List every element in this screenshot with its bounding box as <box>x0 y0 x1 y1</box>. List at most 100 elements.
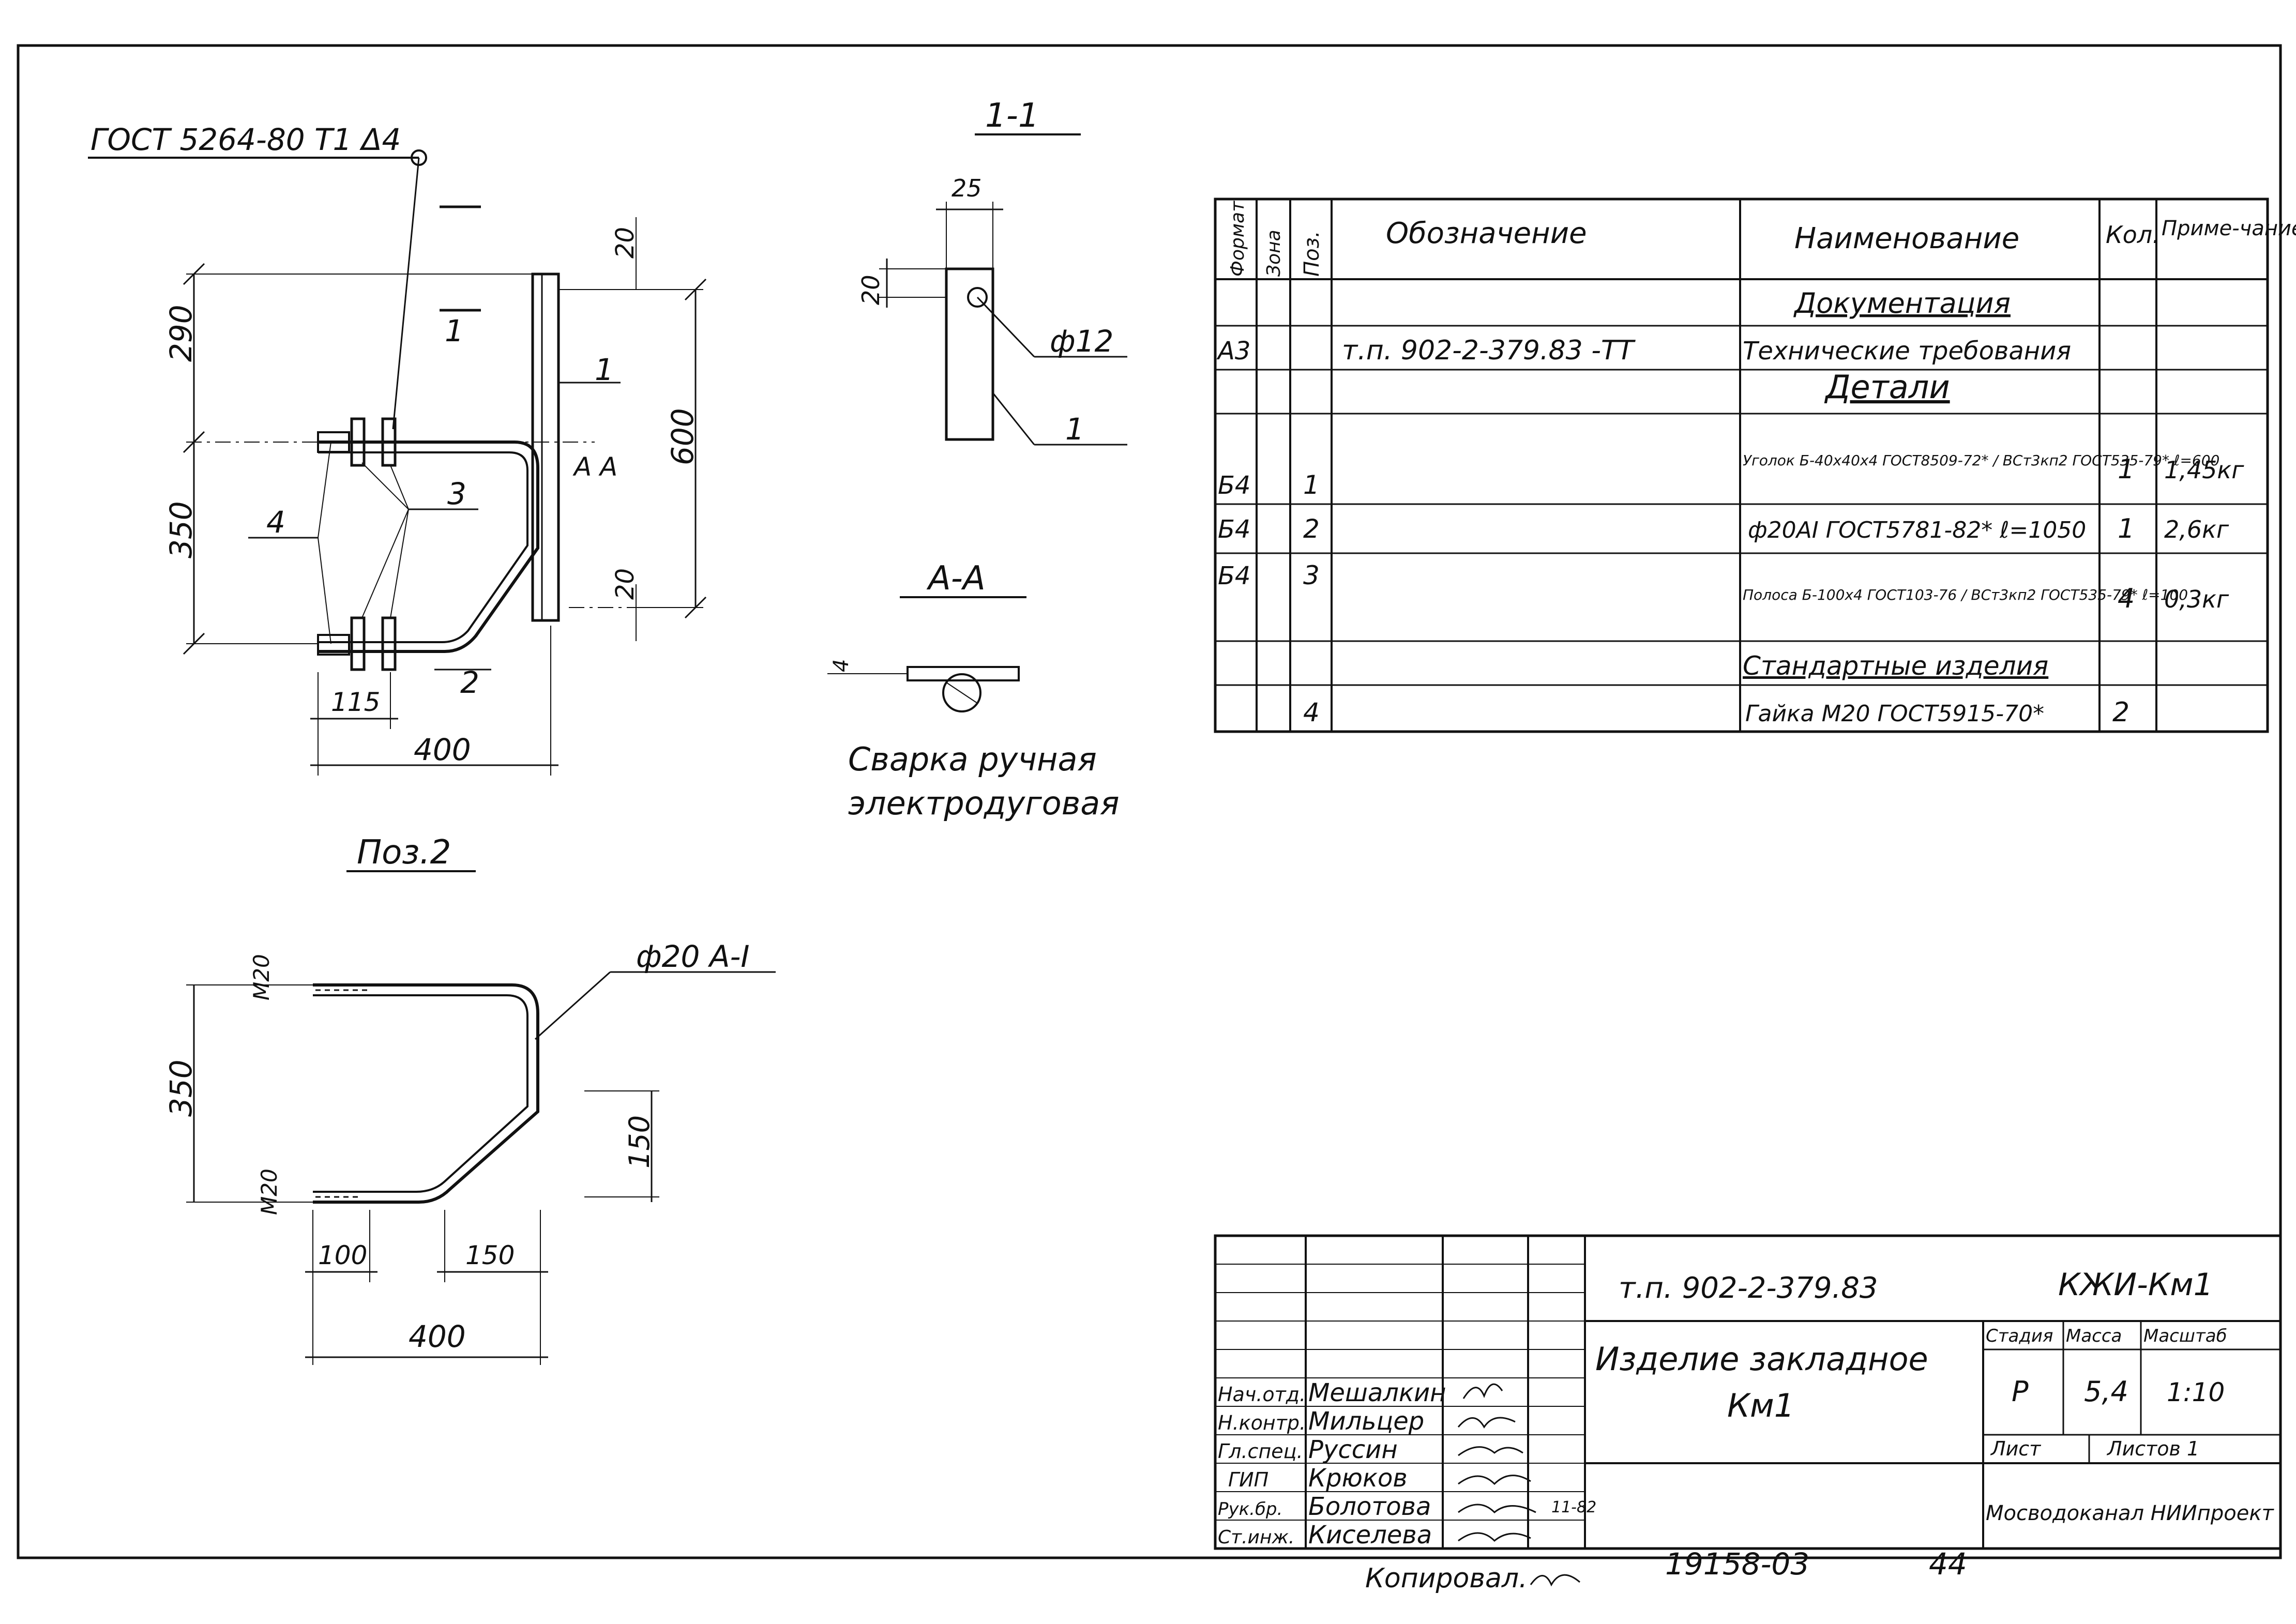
svg-text:150: 150 <box>465 1240 515 1270</box>
svg-text:М20: М20 <box>256 1168 282 1215</box>
svg-text:А-А: А-А <box>926 559 986 598</box>
sheet-frame <box>17 44 2282 1559</box>
sheet-code: КЖИ-Км1 <box>2058 1267 2213 1303</box>
svg-text:ф20АI ГОСТ5781-82* ℓ=1050: ф20АI ГОСТ5781-82* ℓ=1050 <box>1748 517 2086 543</box>
svg-text:Б4: Б4 <box>1218 471 1250 500</box>
svg-text:2: 2 <box>1303 514 1320 544</box>
section-standard: Стандартные изделия <box>1743 651 2048 681</box>
svg-text:Гайка М20 ГОСТ5915-70*: Гайка М20 ГОСТ5915-70* <box>1745 701 2044 727</box>
section-a-a: А-А 4 Сварка ручная электродуговая <box>827 559 1120 822</box>
svg-text:1-1: 1-1 <box>985 97 1039 135</box>
svg-text:Руссин: Руссин <box>1308 1435 1398 1464</box>
table-row-designation: т.п. 902-2-379.83 -ТТ <box>1342 335 1636 366</box>
svg-text:4: 4 <box>266 505 285 540</box>
svg-text:400: 400 <box>414 732 471 767</box>
svg-text:Листов 1: Листов 1 <box>2106 1437 2199 1460</box>
svg-text:Болотова: Болотова <box>1308 1492 1431 1521</box>
mass-value: 5,4 <box>2084 1375 2128 1408</box>
svg-text:350: 350 <box>163 1059 199 1117</box>
svg-text:1: 1 <box>445 313 464 348</box>
header-name: Наименование <box>1794 222 2019 255</box>
table-row-name: Технические требования <box>1743 337 2071 366</box>
svg-text:Нач.отд.: Нач.отд. <box>1218 1383 1306 1406</box>
svg-text:Гл.спец.: Гл.спец. <box>1218 1440 1303 1463</box>
svg-text:4: 4 <box>829 659 853 672</box>
svg-text:ф20 А-I: ф20 А-I <box>636 939 750 974</box>
svg-text:25: 25 <box>951 174 982 202</box>
section-1-1: 1-1 25 20 ф12 1 <box>857 97 1127 447</box>
svg-text:Н.контр.: Н.контр. <box>1218 1411 1306 1434</box>
svg-text:A: A <box>598 452 617 482</box>
item-name: Изделие закладное <box>1595 1340 1928 1378</box>
svg-text:Мешалкин: Мешалкин <box>1308 1378 1446 1407</box>
svg-text:A: A <box>572 452 592 482</box>
svg-text:Б4: Б4 <box>1218 561 1250 590</box>
header-format: Формат <box>1227 201 1248 277</box>
svg-text:2,6кг: 2,6кг <box>2164 515 2229 543</box>
header-zone: Зона <box>1263 230 1285 277</box>
svg-text:100: 100 <box>318 1240 367 1270</box>
svg-text:ГИП: ГИП <box>1228 1468 1268 1491</box>
svg-text:Киселева: Киселева <box>1308 1521 1432 1550</box>
header-designation: Обозначение <box>1386 217 1587 250</box>
poz2-view: Поз.2 М20 М20 ф20 А-I 350 150 100 150 40… <box>163 833 776 1365</box>
svg-text:11-82: 11-82 <box>1551 1498 1596 1516</box>
svg-text:Поз.2: Поз.2 <box>357 833 451 872</box>
section-documentation: Документация <box>1793 287 2011 320</box>
header-qty: Кол. <box>2106 221 2160 249</box>
spec-table: Формат Зона Поз. Обозначение Наименовани… <box>1214 198 2296 733</box>
svg-text:Полоса Б-100х4 ГОСТ103-76 / ВС: Полоса Б-100х4 ГОСТ103-76 / ВСт3кп2 ГОСТ… <box>1743 586 2188 603</box>
svg-text:600: 600 <box>665 408 700 465</box>
page-number: 44 <box>1929 1546 1967 1582</box>
svg-text:3: 3 <box>447 476 466 511</box>
svg-text:1: 1 <box>2118 454 2135 485</box>
section-details: Детали <box>1824 368 1950 406</box>
svg-text:Лист: Лист <box>1990 1437 2042 1460</box>
svg-text:электродуговая: электродуговая <box>848 784 1120 822</box>
svg-text:Рук.бр.: Рук.бр. <box>1218 1499 1282 1520</box>
svg-text:20: 20 <box>611 227 640 259</box>
weld-symbol: ГОСТ 5264-80 Т1 Δ4 <box>90 122 401 157</box>
svg-text:Крюков: Крюков <box>1308 1464 1408 1493</box>
header-pos: Поз. <box>1300 231 1324 277</box>
svg-text:20: 20 <box>611 568 640 600</box>
copied-label: Копировал. <box>1365 1563 1528 1594</box>
main-view: ГОСТ 5264-80 Т1 Δ4 290 350 <box>88 122 707 776</box>
archive-number: 19158-03 <box>1665 1546 1809 1582</box>
svg-text:1: 1 <box>1065 412 1084 447</box>
svg-text:1: 1 <box>1303 470 1320 500</box>
svg-text:150: 150 <box>623 1115 656 1168</box>
svg-text:3: 3 <box>1303 560 1320 590</box>
scale-value: 1:10 <box>2167 1377 2225 1407</box>
svg-text:1: 1 <box>2118 513 2135 544</box>
header-note: Приме-чание <box>2162 217 2296 240</box>
svg-text:20: 20 <box>857 275 885 305</box>
stage-value: Р <box>2012 1375 2029 1408</box>
svg-text:115: 115 <box>331 687 380 717</box>
svg-text:2: 2 <box>2112 697 2129 728</box>
svg-text:Масса: Масса <box>2066 1326 2122 1346</box>
svg-text:400: 400 <box>409 1319 466 1354</box>
svg-text:Масштаб: Масштаб <box>2143 1326 2227 1346</box>
svg-text:4: 4 <box>2118 583 2135 614</box>
svg-text:1: 1 <box>595 352 614 387</box>
svg-text:350: 350 <box>163 501 199 558</box>
svg-text:Мильцер: Мильцер <box>1308 1407 1424 1436</box>
svg-text:Уголок Б-40х40х4 ГОСТ8509-72*: Уголок Б-40х40х4 ГОСТ8509-72* / ВСт3кп2 … <box>1743 452 2219 469</box>
svg-text:Б4: Б4 <box>1218 515 1250 544</box>
svg-text:ф12: ф12 <box>1050 324 1113 359</box>
svg-text:2: 2 <box>460 665 479 700</box>
svg-text:290: 290 <box>163 305 199 362</box>
title-block: т.п. 902-2-379.83 КЖИ-Км1 Изделие заклад… <box>1214 1234 2282 1550</box>
organization: Мосводоканал НИИпроект <box>1986 1501 2274 1525</box>
doc-code: т.п. 902-2-379.83 <box>1619 1271 1878 1305</box>
table-row-format: А3 <box>1216 337 1250 366</box>
svg-text:1,45кг: 1,45кг <box>2164 456 2244 484</box>
svg-text:4: 4 <box>1303 697 1320 727</box>
svg-text:Стадия: Стадия <box>1986 1326 2053 1346</box>
svg-text:Сварка ручная: Сварка ручная <box>848 740 1097 778</box>
svg-text:Ст.инж.: Ст.инж. <box>1218 1527 1294 1548</box>
svg-text:0,3кг: 0,3кг <box>2164 585 2229 613</box>
svg-text:М20: М20 <box>249 954 274 1000</box>
